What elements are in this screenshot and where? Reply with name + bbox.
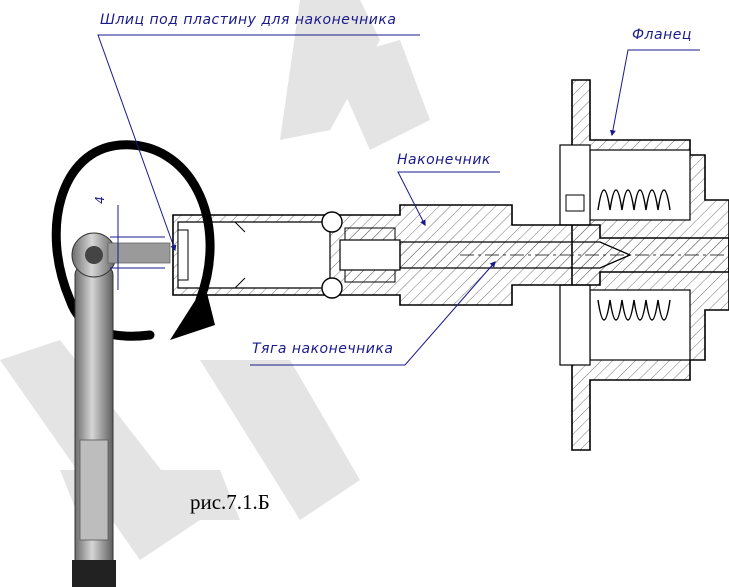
spring-lower [597, 299, 671, 321]
torque-wrench [71, 232, 171, 587]
rod [339, 227, 729, 283]
dimension-4 [110, 205, 165, 290]
label-slot: Шлиц под пластину для наконечника [100, 12, 397, 28]
label-tip: Наконечник [397, 152, 491, 168]
label-rod: Тяга наконечника [252, 341, 394, 357]
balls [321, 211, 343, 299]
leader-lines [97, 34, 700, 366]
spring-upper [597, 189, 671, 211]
label-flange: Фланец [632, 27, 692, 43]
figure-caption: рис.7.1.Б [190, 490, 270, 514]
dimension-value: 4 [92, 196, 107, 204]
